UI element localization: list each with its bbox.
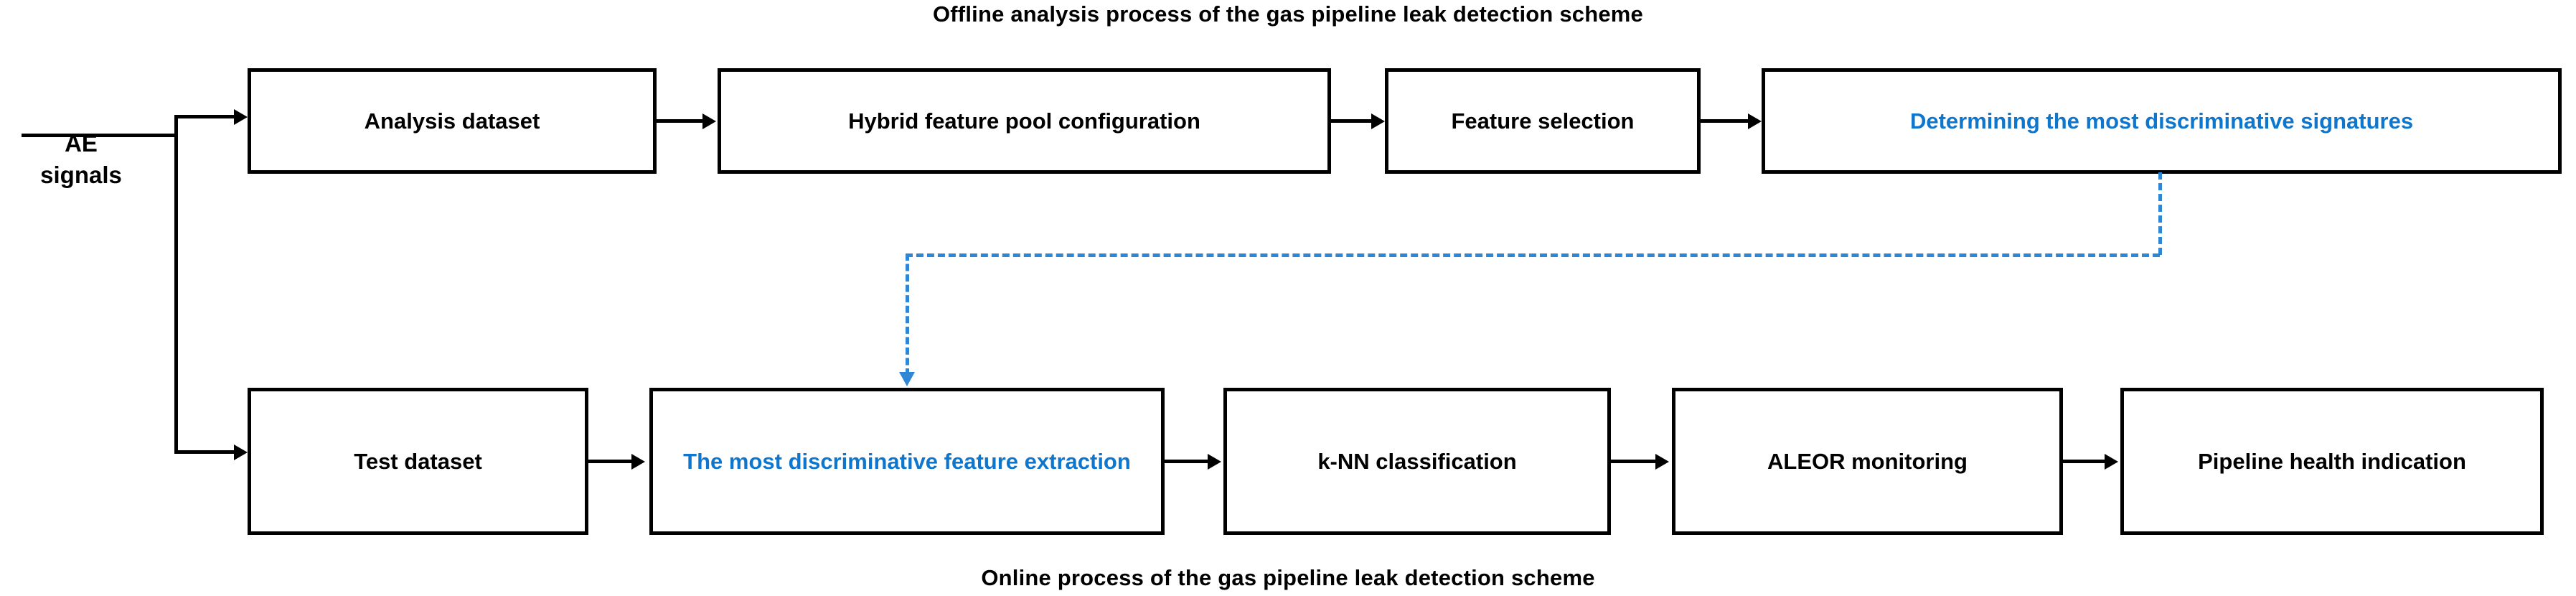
node-analysis-dataset[interactable]: Analysis dataset — [248, 68, 657, 174]
source-branch-bottom-line — [174, 450, 235, 454]
node-pipeline-health[interactable]: Pipeline health indication — [2120, 388, 2544, 535]
node-discriminative-signatures-label: Determining the most discriminative sign… — [1909, 108, 2414, 134]
edge-selection-to-signatures-arrow — [1748, 113, 1762, 129]
source-stem-line — [22, 134, 178, 137]
online-process-caption: Online process of the gas pipeline leak … — [981, 565, 1595, 590]
source-branch-top-line — [174, 115, 235, 118]
edge-analysis-to-hybrid-arrow — [702, 113, 716, 129]
node-aleor-monitoring[interactable]: ALEOR monitoring — [1672, 388, 2063, 535]
edge-hybrid-to-selection-arrow — [1371, 113, 1385, 129]
source-branch-top-arrow — [234, 109, 248, 125]
node-hybrid-feature-pool[interactable]: Hybrid feature pool configuration — [718, 68, 1331, 174]
edge-aleor-to-health-arrow — [2105, 454, 2118, 470]
node-test-dataset[interactable]: Test dataset — [248, 388, 588, 535]
feedback-horizontal — [906, 253, 2160, 257]
node-analysis-dataset-label: Analysis dataset — [364, 108, 540, 134]
node-hybrid-feature-pool-label: Hybrid feature pool configuration — [848, 108, 1200, 134]
edge-test-to-extraction-line — [588, 460, 633, 463]
node-test-dataset-label: Test dataset — [354, 448, 482, 474]
edge-test-to-extraction-arrow — [631, 454, 645, 470]
ae-signals-line-2: signals — [40, 162, 122, 188]
node-aleor-monitoring-label: ALEOR monitoring — [1767, 448, 1968, 474]
feedback-arrow-head — [899, 372, 915, 386]
source-branch-bottom-arrow — [234, 444, 248, 460]
feedback-vertical-left — [906, 253, 909, 376]
node-pipeline-health-label: Pipeline health indication — [2198, 448, 2466, 474]
edge-analysis-to-hybrid-line — [657, 119, 704, 123]
edge-aleor-to-health-line — [2063, 460, 2106, 463]
edge-selection-to-signatures-line — [1701, 119, 1749, 123]
edge-hybrid-to-selection-line — [1331, 119, 1373, 123]
node-feature-selection[interactable]: Feature selection — [1385, 68, 1701, 174]
node-knn-classification-label: k-NN classification — [1317, 448, 1517, 474]
edge-extraction-to-knn-arrow — [1208, 454, 1221, 470]
node-feature-extraction-label: The most discriminative feature extracti… — [683, 448, 1131, 474]
feedback-vertical-right — [2158, 172, 2162, 255]
node-knn-classification[interactable]: k-NN classification — [1223, 388, 1611, 535]
edge-knn-to-aleor-line — [1611, 460, 1657, 463]
ae-signals-label: AE signals — [13, 128, 149, 191]
edge-extraction-to-knn-line — [1165, 460, 1209, 463]
offline-process-caption: Offline analysis process of the gas pipe… — [932, 1, 1644, 27]
source-trunk-line — [174, 115, 178, 452]
edge-knn-to-aleor-arrow — [1655, 454, 1669, 470]
ae-signals-line-1: AE — [65, 130, 98, 157]
node-discriminative-signatures[interactable]: Determining the most discriminative sign… — [1762, 68, 2562, 174]
node-feature-extraction[interactable]: The most discriminative feature extracti… — [649, 388, 1165, 535]
node-feature-selection-label: Feature selection — [1451, 108, 1635, 134]
